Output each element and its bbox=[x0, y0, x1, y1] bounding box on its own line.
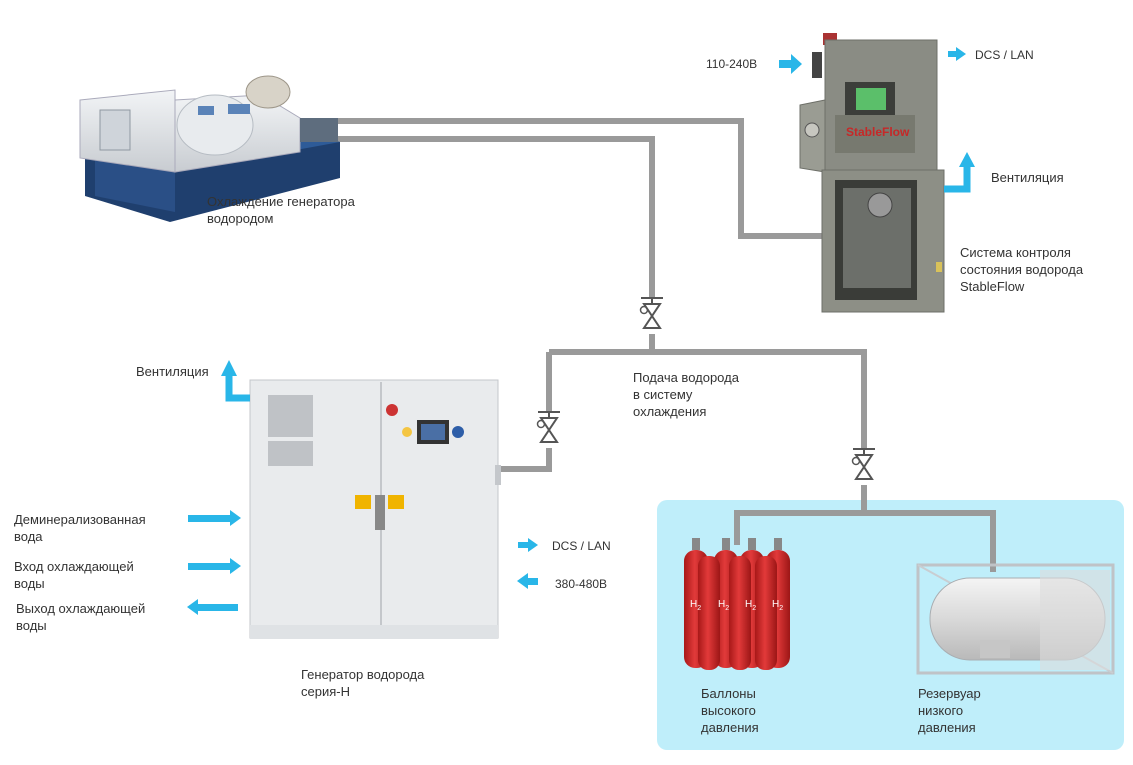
cylinders-label: Баллоны высокого давления bbox=[701, 686, 759, 735]
pipe-turbine-to-analyzer bbox=[338, 118, 832, 239]
feed-label: Подача водорода в систему охлаждения bbox=[633, 370, 739, 419]
valve-1 bbox=[638, 297, 666, 334]
arrow-cooling-water-in bbox=[188, 558, 241, 574]
output-cooling-water-label: Выход охлаждающей воды bbox=[16, 601, 146, 633]
cylinders-illustration bbox=[684, 538, 790, 670]
analyzer-label: Система контроля состояния водорода Stab… bbox=[960, 245, 1084, 294]
cylinder-h2-label: H2 bbox=[718, 599, 729, 612]
generator-illustration bbox=[249, 379, 501, 639]
tank-label: Резервуар низкого давления bbox=[918, 686, 981, 735]
arrow-dcs-out-analyzer bbox=[948, 47, 966, 61]
input-demin-water-label: Деминерализованная вода bbox=[14, 512, 146, 544]
analyzer-power-label: 110-240В bbox=[706, 57, 758, 71]
analyzer-vent-label: Вентиляция bbox=[991, 170, 1064, 185]
analyzer-illustration bbox=[799, 33, 945, 313]
pipe-storage-manifold bbox=[734, 510, 996, 572]
turbine-label: Охлаждение генератора водородом bbox=[207, 194, 355, 226]
arrow-power-in-analyzer bbox=[779, 54, 802, 74]
tank-illustration bbox=[916, 563, 1115, 675]
generator-label: Генератор водорода серия-Н bbox=[301, 667, 425, 699]
valve-3 bbox=[850, 448, 878, 485]
generator-dcs-label: DCS / LAN bbox=[552, 539, 611, 553]
generator-vent-label: Вентиляция bbox=[136, 364, 209, 379]
cylinder-h2-label: H2 bbox=[745, 599, 756, 612]
analyzer-brand-logo: StableFlow bbox=[846, 125, 910, 139]
input-cooling-water-in-label: Вход охлаждающей воды bbox=[14, 559, 134, 591]
arrow-demin-water-in bbox=[188, 510, 241, 526]
arrow-cooling-water-out bbox=[187, 599, 238, 615]
turbine-illustration bbox=[79, 75, 340, 222]
cylinder-h2-label: H2 bbox=[690, 599, 701, 612]
pipe-turbine-to-feed bbox=[338, 136, 655, 352]
analyzer-dcs-label: DCS / LAN bbox=[975, 48, 1034, 62]
arrow-vent-analyzer bbox=[944, 152, 975, 193]
pipe-generator-to-header bbox=[498, 352, 552, 472]
valve-2 bbox=[535, 411, 563, 448]
arrow-dcs-out-generator bbox=[518, 538, 538, 552]
cylinder-labels: H2 H2 H2 H2 bbox=[690, 599, 783, 612]
generator-power-label: 380-480В bbox=[555, 577, 608, 591]
cylinder-h2-label: H2 bbox=[772, 599, 783, 612]
arrow-power-in-generator bbox=[517, 573, 538, 589]
arrows bbox=[187, 47, 975, 615]
arrow-vent-generator bbox=[221, 360, 250, 402]
